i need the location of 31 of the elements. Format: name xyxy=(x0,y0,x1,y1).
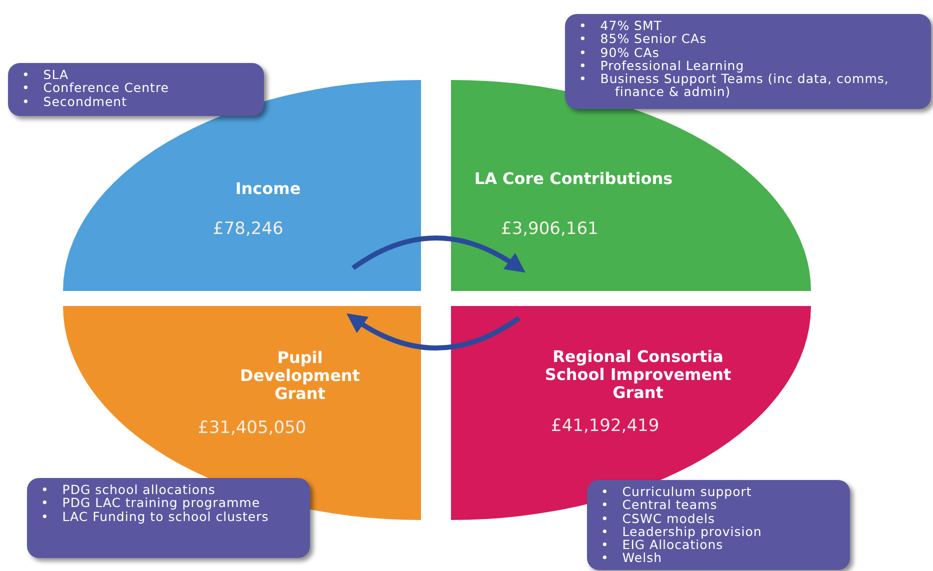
amount-text: £31,405,050 xyxy=(198,417,306,440)
quadrant-title: Pupil Development Grant xyxy=(239,349,361,403)
bullet-item: • Central teams xyxy=(601,498,718,512)
bullet-item: • 85% Senior CAs xyxy=(579,32,708,46)
bullet-item: • LAC Funding to school clusters xyxy=(41,510,270,523)
bullet-item: • 47% SMT xyxy=(579,19,663,32)
bullet-item: • CSWC models xyxy=(601,512,716,525)
quadrant-title: Income xyxy=(234,180,302,198)
callout-box xyxy=(587,480,850,570)
bullet-item: • EIG Allocations xyxy=(601,538,724,552)
quadrant-title: Regional Consortia School Improvement Grant xyxy=(544,348,732,402)
callout-box xyxy=(565,14,931,109)
bullet-item: • Professional Learning xyxy=(579,58,744,72)
callout-box xyxy=(27,478,310,558)
bullet-item: • 90% CAs xyxy=(579,46,660,59)
bullet-item: • PDG LAC training programme xyxy=(41,496,262,510)
bullet-item: • Business Support Teams (inc data, comms, finance & admin) xyxy=(579,72,890,99)
bullet-item: • Welsh xyxy=(601,551,664,565)
bullet-item: • Conference Centre xyxy=(22,81,170,95)
bullet-item: • PDG school allocations xyxy=(41,483,216,496)
bullet-item: • SLA xyxy=(22,68,70,82)
amount-text: £41,192,419 xyxy=(551,415,660,438)
amount-text: £3,906,161 xyxy=(501,218,598,241)
curved-arrow xyxy=(346,314,520,350)
bullet-item: • Secondment xyxy=(22,94,128,108)
bullet-item: • Curriculum support xyxy=(601,485,753,498)
quadrant-title: LA Core Contributions xyxy=(473,170,674,188)
amount-text: £78,246 xyxy=(213,218,284,241)
bullet-item: • Leadership provision xyxy=(601,524,763,538)
curved-arrow xyxy=(352,236,526,272)
callout-box xyxy=(8,63,264,116)
